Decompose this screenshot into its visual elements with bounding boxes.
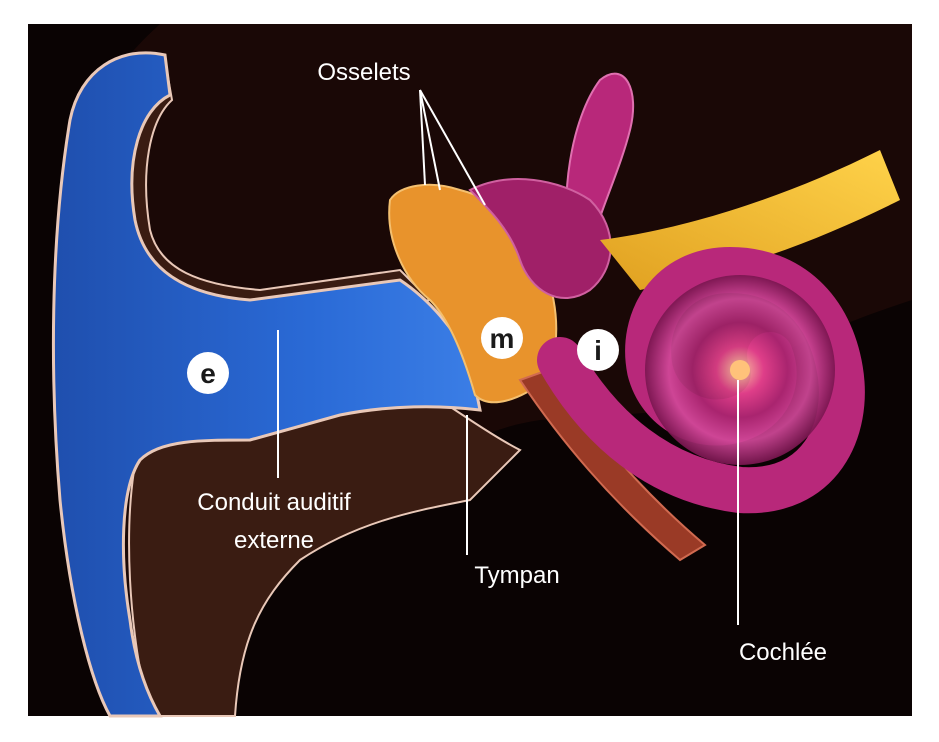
label-canal-line1: Conduit auditif	[197, 489, 351, 516]
zone-badge-inner	[577, 329, 619, 371]
cochlea-center	[730, 360, 750, 380]
vestibule	[468, 178, 612, 300]
zone-badge-middle	[481, 317, 523, 359]
label-ossicles: Osselets	[317, 59, 410, 86]
auditory-nerve	[600, 150, 900, 290]
zone-label-outer: e	[200, 358, 216, 389]
ossicles-pointer-1	[419, 89, 426, 186]
zone-label-inner: i	[594, 335, 602, 366]
label-eardrum: Tympan	[474, 562, 559, 589]
label-cochlea: Cochlée	[739, 639, 827, 666]
zone-label-middle: m	[490, 323, 515, 354]
label-canal-line2: externe	[234, 527, 314, 554]
outer-ear	[51, 51, 482, 718]
ossicles-pointer-3	[419, 89, 486, 206]
ossicles-pointer-2	[419, 89, 441, 191]
zone-badge-outer	[187, 352, 229, 394]
